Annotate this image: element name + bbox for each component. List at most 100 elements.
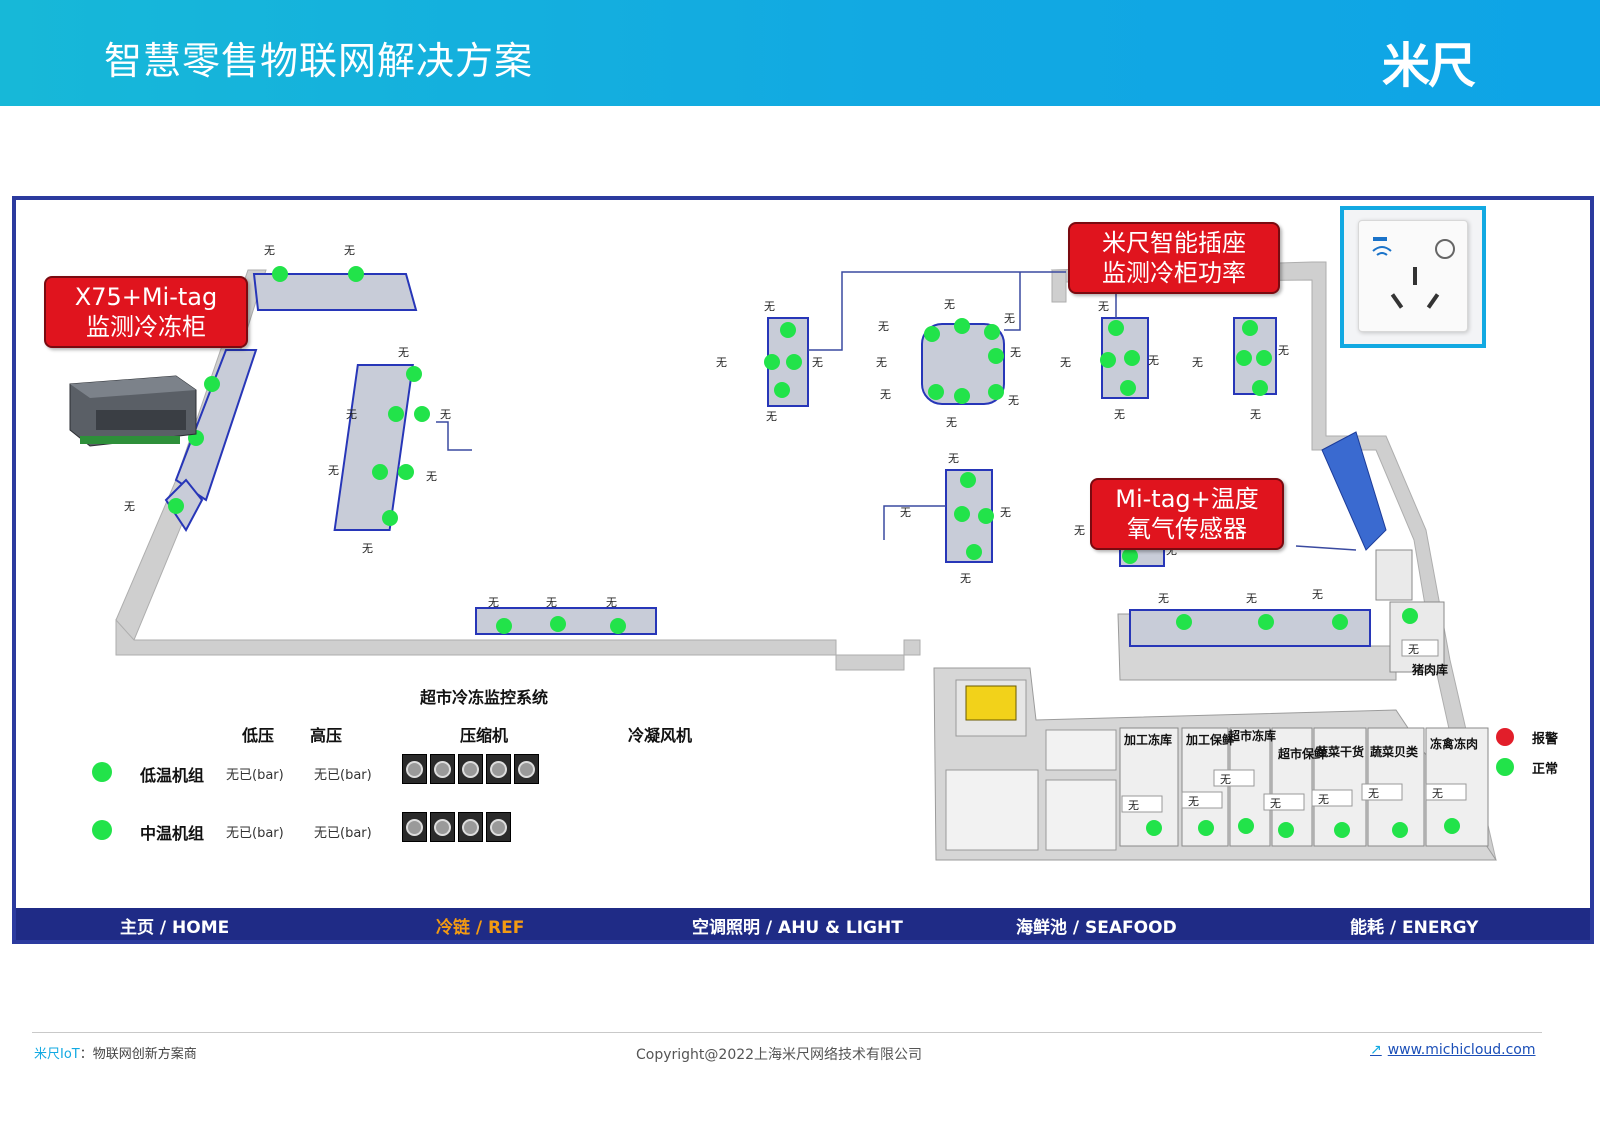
col-head-high: 高压	[310, 726, 343, 745]
compressor-icon[interactable]	[486, 754, 511, 784]
wire-socket	[808, 271, 1066, 351]
status-text: 无	[900, 506, 911, 519]
svg-text:无: 无	[1432, 787, 1443, 800]
compressor-icon[interactable]	[458, 812, 483, 842]
wire-island-1	[436, 421, 472, 451]
compressor-group	[402, 812, 511, 842]
unit-status-dot	[92, 820, 112, 840]
low-freezer-right	[1129, 609, 1371, 647]
status-text: 无	[1010, 346, 1021, 359]
status-text: 无	[440, 408, 451, 421]
status-text: 无	[960, 572, 971, 585]
compressor-icon[interactable]	[486, 812, 511, 842]
room-label-super-fresh: 超市保鲜	[1277, 746, 1326, 761]
yellow-cabinet	[965, 685, 1017, 721]
unit-low-pressure: 无已(bar)	[226, 826, 284, 841]
unit-row-mid-temp: 中温机组 无已(bar) 无已(bar)	[90, 810, 550, 850]
compressor-icon[interactable]	[430, 754, 455, 784]
nav-ahu-light[interactable]: 空调照明 / AHU & LIGHT	[692, 918, 903, 938]
unit-low-pressure: 无已(bar)	[226, 768, 284, 783]
nav-ref[interactable]: 冷链 / REF	[436, 918, 525, 938]
cold-room-status-boxes: 无 无 无 无 无 无 无 无	[1121, 639, 1467, 813]
compressor-icon[interactable]	[402, 812, 427, 842]
room-label-super-freezer: 超市冻库	[1227, 728, 1276, 743]
nav-seafood[interactable]: 海鲜池 / SEAFOOD	[1016, 918, 1177, 938]
wall-freezer-left-2	[164, 478, 204, 532]
room-c	[1045, 779, 1117, 851]
legend-alarm: 报警	[1492, 724, 1582, 754]
status-text: 无	[880, 388, 891, 401]
status-text: 无	[766, 410, 777, 423]
compressor-icon[interactable]	[430, 812, 455, 842]
status-text: 无	[1166, 544, 1177, 557]
compressor-icon[interactable]	[458, 754, 483, 784]
status-text: 无	[1246, 592, 1257, 605]
status-text: 无	[426, 470, 437, 483]
svg-text:无: 无	[1128, 799, 1139, 812]
footer-divider	[32, 1032, 1542, 1033]
footer-website-link[interactable]: ↗ www.michicloud.com	[1370, 1042, 1536, 1058]
nav-home[interactable]: 主页 / HOME	[120, 918, 230, 938]
sensor-dots	[168, 266, 1460, 838]
status-text: 无	[1000, 506, 1011, 519]
wire-socket-2	[1004, 272, 1021, 331]
store-wall-bottom	[115, 618, 921, 671]
compressor-group	[402, 754, 539, 784]
svg-text:无: 无	[1188, 795, 1199, 808]
status-text: 无	[948, 452, 959, 465]
status-text: 无	[1278, 344, 1289, 357]
compressor-icon[interactable]	[402, 754, 427, 784]
room-label-process-freezer: 加工冻库	[1123, 732, 1172, 747]
svg-text:无: 无	[1368, 787, 1379, 800]
room-label-frozen-meat: 冻禽冻肉	[1430, 736, 1478, 751]
unit-name: 低温机组	[140, 766, 205, 785]
smart-socket-image	[1340, 206, 1486, 348]
nav-energy[interactable]: 能耗 / ENERGY	[1350, 918, 1479, 938]
footer-tagline-text: ：物联网创新方案商	[79, 1047, 197, 1062]
status-text: 无	[1158, 592, 1169, 605]
callout-sensor: Mi-tag+温度 氧气传感器	[1090, 478, 1284, 550]
store-wall-top-right	[1051, 269, 1067, 303]
status-labels: 无 无 无 无 无 无 无 无 无 无 无 无 无 无 无 无 无 无 无 无 …	[124, 244, 1323, 609]
svg-text:无: 无	[1220, 773, 1231, 786]
status-text: 无	[1074, 524, 1085, 537]
external-link-icon: ↗	[1370, 1042, 1382, 1058]
compressor-icon[interactable]	[514, 754, 539, 784]
room-a	[945, 769, 1039, 851]
wire-island-3	[883, 505, 946, 540]
callout-controller: X75+Mi-tag 监测冷冻柜	[44, 276, 248, 348]
wall-freezer-right	[1321, 431, 1387, 551]
status-text: 无	[878, 320, 889, 333]
col-head-compressor: 压缩机	[460, 726, 509, 745]
status-text: 无	[398, 346, 409, 359]
wire-sensor	[1295, 545, 1357, 551]
unit-status-dot	[92, 762, 112, 782]
status-text: 无	[1192, 356, 1203, 369]
system-title: 超市冷冻监控系统	[420, 688, 549, 707]
scada-panel: 无 无 无 无 无 无 无 无 无 无 无 无 无 无 无 无 无 无 无 无 …	[12, 196, 1594, 944]
status-text: 无	[812, 356, 823, 369]
normal-dot-icon	[1496, 758, 1514, 776]
status-text: 无	[606, 596, 617, 609]
unit-high-pressure: 无已(bar)	[314, 768, 372, 783]
status-text: 无	[716, 356, 727, 369]
unit-high-pressure: 无已(bar)	[314, 826, 372, 841]
status-text: 无	[1008, 394, 1019, 407]
socket-icon	[1372, 237, 1455, 309]
island-freezer-1	[333, 364, 414, 531]
alarm-dot-icon	[1496, 728, 1514, 746]
page-header: 智慧零售物联网解决方案 米尺	[0, 0, 1600, 106]
status-text: 无	[944, 298, 955, 311]
status-text: 无	[1148, 354, 1159, 367]
controller-device-image	[69, 375, 197, 447]
status-text: 无	[124, 500, 135, 513]
unit-name: 中温机组	[140, 824, 205, 843]
socket-plate	[1358, 220, 1468, 332]
legend-normal: 正常	[1492, 754, 1582, 784]
footer-tagline: 米尺IoT：物联网创新方案商	[34, 1043, 197, 1062]
footer-website-text[interactable]: www.michicloud.com	[1387, 1042, 1536, 1058]
brand-logo: 米尺	[1381, 38, 1476, 94]
status-text: 无	[488, 596, 499, 609]
store-floor-plan: 无 无 无 无 无 无 无 无 无 无 无 无 无 无 无 无 无 无 无 无 …	[115, 244, 1497, 861]
footer-copyright: Copyright@2022上海米尺网络技术有限公司	[636, 1047, 923, 1063]
